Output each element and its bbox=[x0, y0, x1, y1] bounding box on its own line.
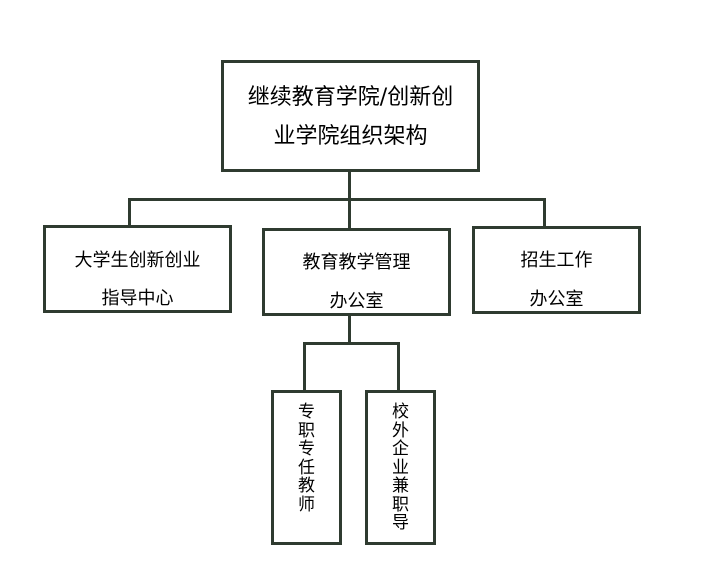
staff-label-char: 外 bbox=[392, 420, 409, 441]
connector-root-down bbox=[348, 170, 351, 201]
staff-label-char: 业 bbox=[392, 457, 409, 478]
staff-label: 校外企业兼职导 bbox=[368, 403, 433, 533]
connector-bottom-horizontal bbox=[303, 342, 400, 345]
connector-right-down bbox=[543, 198, 546, 227]
staff-label-char: 企 bbox=[392, 439, 409, 459]
dept-label-line2: 办公室 bbox=[529, 289, 584, 310]
connector-top-horizontal bbox=[128, 198, 546, 201]
connector-staff-right-down bbox=[397, 342, 400, 392]
staff-label: 专职专任教师 bbox=[274, 403, 339, 514]
staff-label-char: 教 bbox=[298, 476, 315, 496]
connector-office-down bbox=[348, 314, 351, 345]
dept-node-admissions-office: 招生工作 办公室 bbox=[472, 226, 641, 314]
staff-label-char: 导 bbox=[392, 513, 409, 533]
dept-label-line1: 大学生创新创业 bbox=[74, 250, 201, 271]
root-title-line1: 继续教育学院/创新创 bbox=[247, 85, 454, 110]
dept-label-line1: 招生工作 bbox=[520, 250, 593, 271]
dept-label-line2: 指导中心 bbox=[101, 288, 174, 309]
root-node: 继续教育学院/创新创 业学院组织架构 bbox=[221, 60, 480, 172]
connector-staff-left-down bbox=[303, 342, 306, 392]
staff-label-char: 师 bbox=[298, 494, 315, 515]
dept-node-teaching-office: 教育教学管理 办公室 bbox=[262, 228, 451, 316]
root-title-line2: 业学院组织架构 bbox=[273, 124, 428, 149]
staff-node-full-time-teachers: 专职专任教师 bbox=[271, 390, 342, 545]
staff-node-external-mentors: 校外企业兼职导 bbox=[365, 390, 436, 545]
connector-middle-down bbox=[348, 198, 351, 229]
connector-left-down bbox=[128, 198, 131, 227]
staff-label-char: 职 bbox=[392, 494, 409, 515]
dept-label-line1: 教育教学管理 bbox=[302, 252, 411, 273]
staff-label-char: 兼 bbox=[392, 476, 409, 496]
dept-node-innovation-center: 大学生创新创业 指导中心 bbox=[43, 225, 232, 313]
staff-label-char: 校 bbox=[392, 402, 409, 422]
staff-label-char: 职 bbox=[298, 420, 315, 441]
staff-label-char: 专 bbox=[298, 402, 315, 422]
dept-label-line2: 办公室 bbox=[329, 291, 384, 312]
staff-label-char: 专 bbox=[298, 439, 315, 459]
staff-label-char: 任 bbox=[298, 457, 315, 478]
